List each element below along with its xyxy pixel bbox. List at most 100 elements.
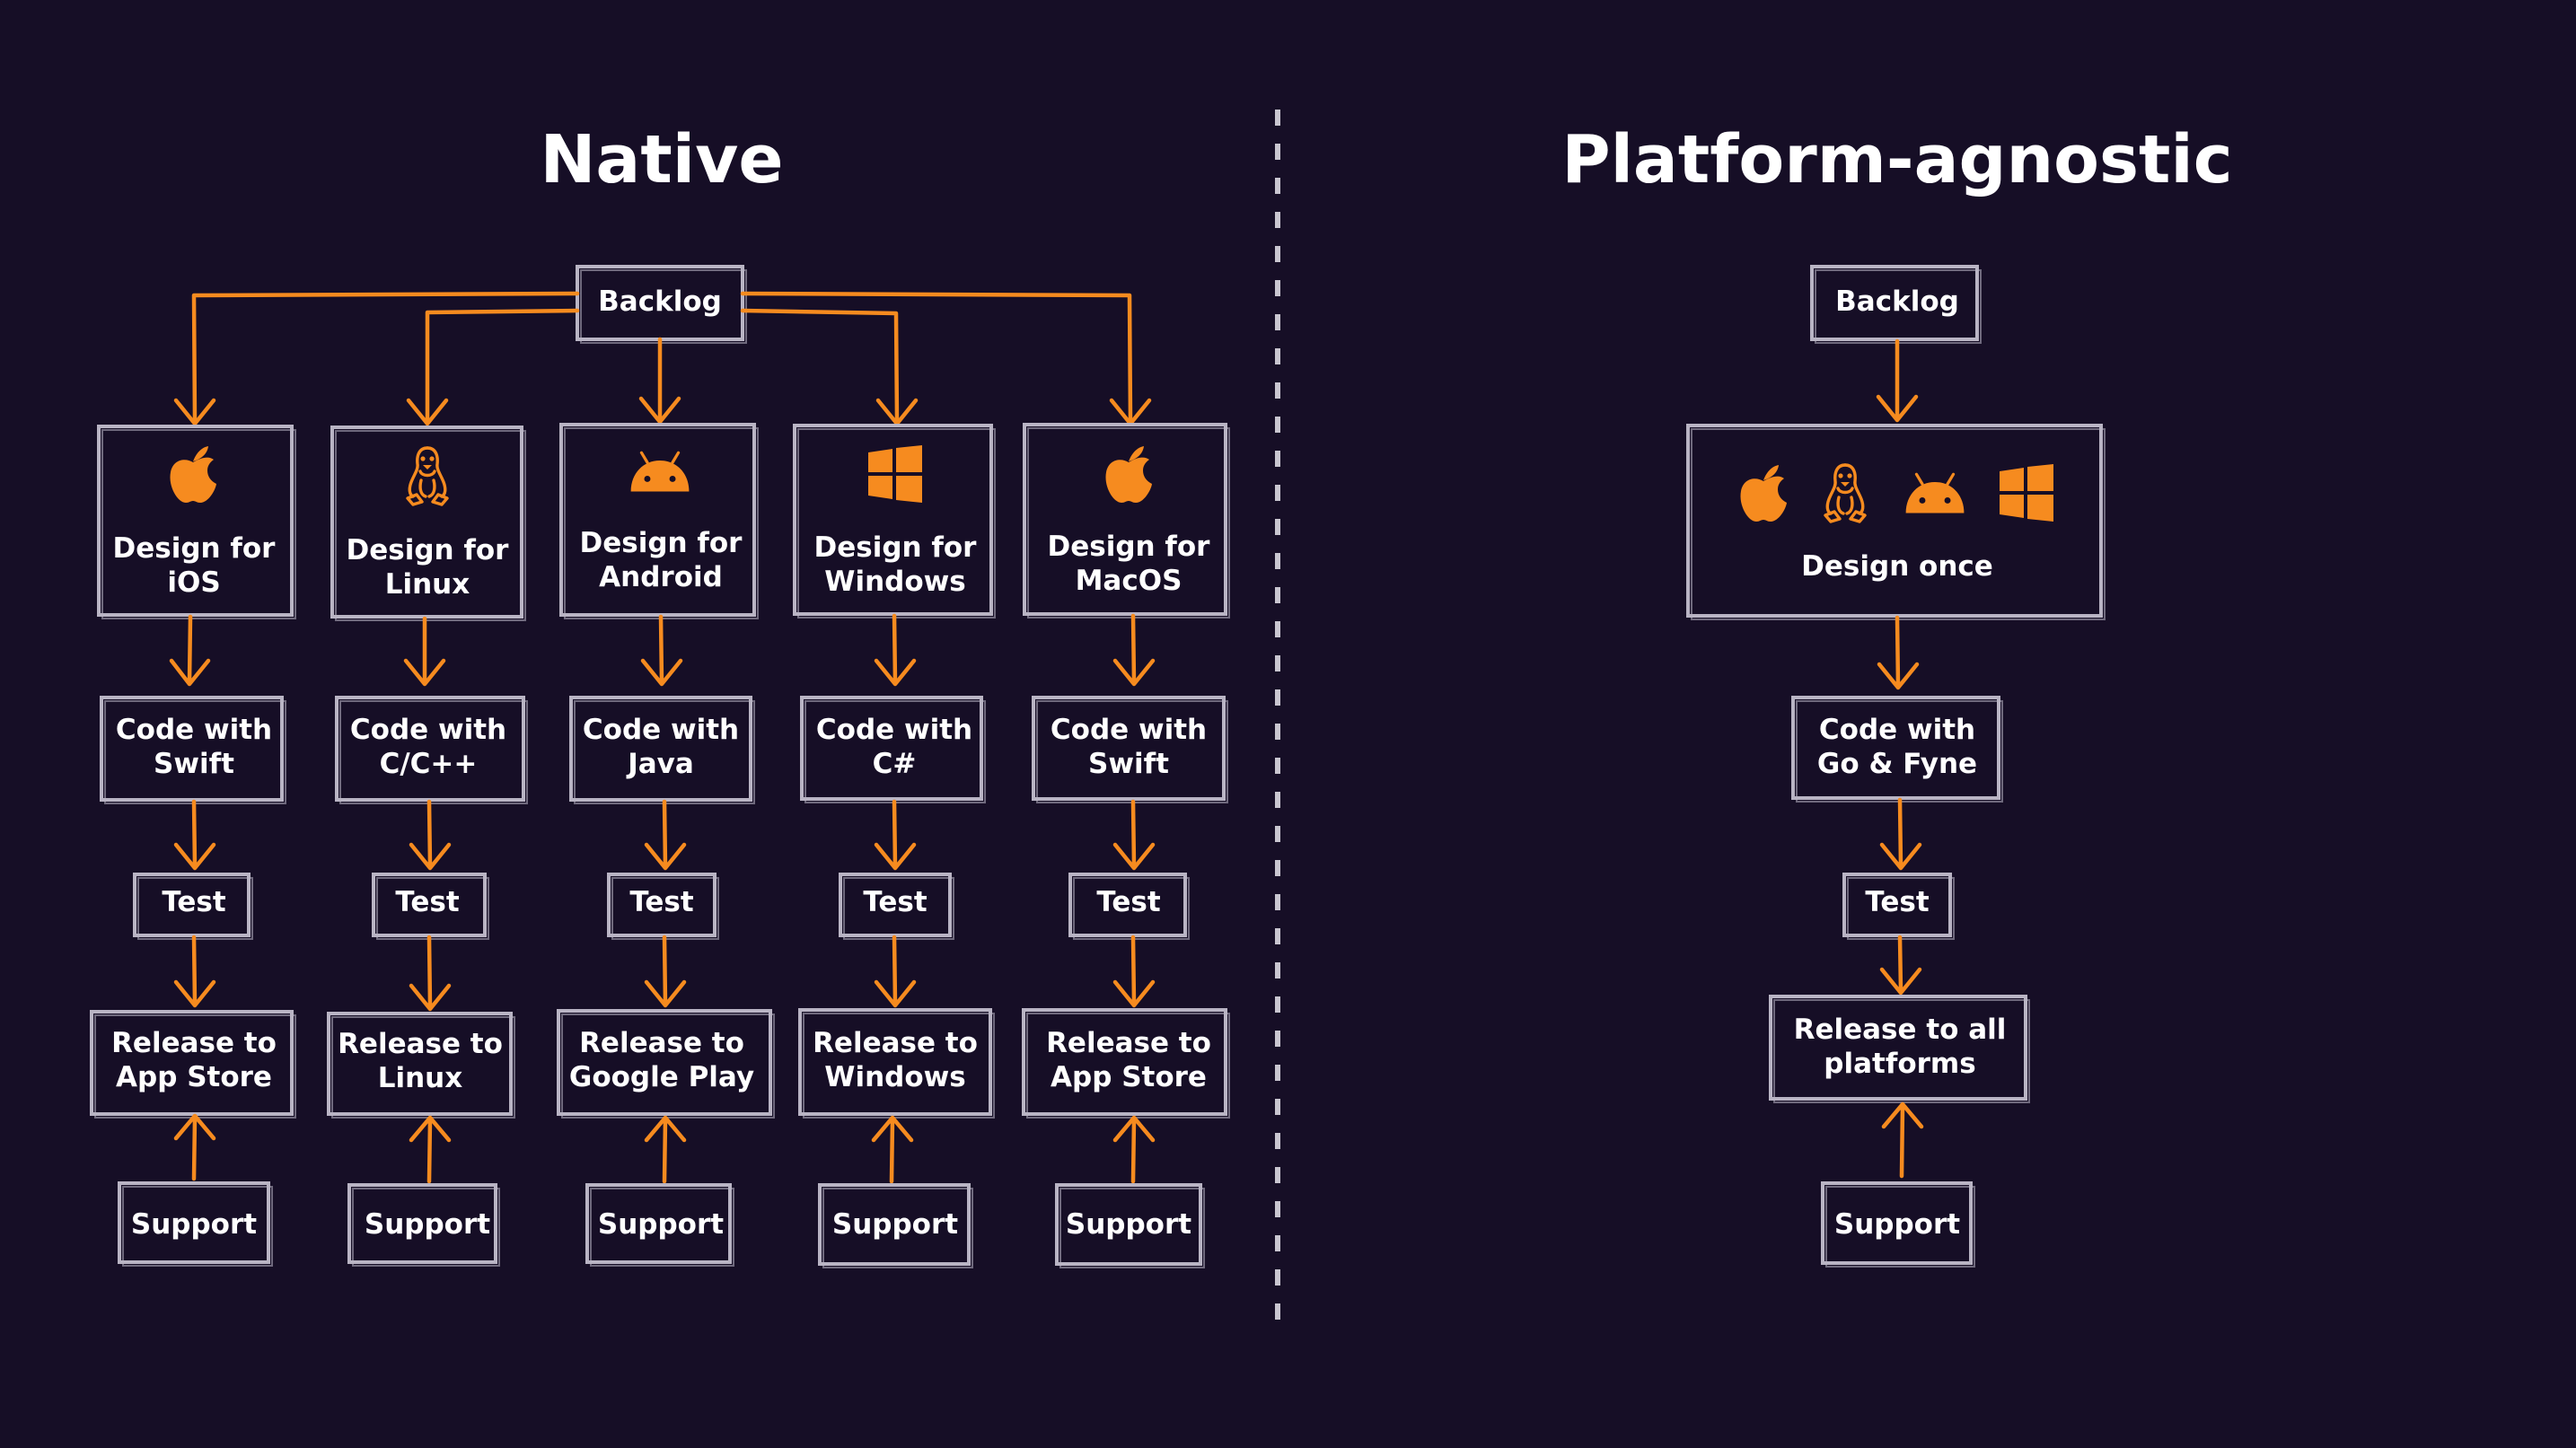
native-column-linux: Design for Linux Code with C/C++ Test Re…	[327, 426, 528, 1267]
release-label-line1: Release to	[813, 1027, 978, 1059]
design-label-line2: MacOS	[1076, 565, 1182, 597]
release-label-line2: Windows	[824, 1061, 965, 1093]
test-label: Test	[1096, 886, 1161, 918]
code-box-csharp: Code with C#	[800, 696, 986, 803]
support-label: Support	[131, 1208, 257, 1241]
support-label: Support	[1834, 1208, 1960, 1241]
code-label-line2: C#	[873, 748, 917, 780]
code-label-line1: Code with	[350, 714, 506, 746]
test-box: Test	[607, 873, 719, 940]
release-label-line2: platforms	[1824, 1048, 1975, 1080]
design-box-windows: Design for Windows	[793, 424, 996, 619]
native-column-macos: Design for MacOS Code with Swift Test Re…	[1022, 423, 1230, 1268]
code-label-line1: Code with	[1051, 714, 1207, 746]
release-label-line2: Linux	[378, 1062, 463, 1094]
release-box-app-store: Release to App Store	[90, 1010, 296, 1119]
test-label: Test	[395, 886, 460, 918]
release-box-windows: Release to Windows	[798, 1008, 995, 1119]
support-box: Support	[118, 1181, 273, 1267]
design-label-line2: Linux	[385, 568, 470, 601]
native-title: Native	[540, 121, 783, 198]
design-once-box: Design once	[1686, 424, 2106, 620]
design-label-line1: Design for	[814, 531, 978, 564]
apple-icon	[1740, 465, 1787, 522]
test-label: Test	[863, 886, 928, 918]
native-backlog-box: Backlog	[576, 265, 747, 344]
design-box-android: Design for Android	[559, 423, 759, 619]
native-column-ios: Design for iOS Code with Swift Test Rele…	[90, 425, 296, 1267]
native-backlog-label: Backlog	[598, 285, 722, 318]
code-label-line1: Code with	[583, 714, 739, 746]
release-label-line2: App Store	[1051, 1061, 1207, 1093]
design-box-ios: Design for iOS	[97, 425, 296, 619]
code-label-line1: Code with	[116, 714, 272, 746]
support-label: Support	[1066, 1208, 1191, 1241]
code-box-java: Code with Java	[569, 696, 755, 804]
support-box: Support	[585, 1183, 734, 1267]
code-box-go-fyne: Code with Go & Fyne	[1791, 696, 2003, 803]
support-box: Support	[818, 1183, 973, 1268]
support-box: Support	[1055, 1183, 1205, 1268]
release-label-line1: Release to	[338, 1028, 503, 1060]
code-label-line2: C/C++	[380, 748, 478, 780]
test-label: Test	[1865, 886, 1930, 918]
release-label-line1: Release to	[1046, 1027, 1211, 1059]
test-box: Test	[133, 873, 253, 940]
native-column-windows: Design for Windows Code with C# Test Rel…	[793, 424, 996, 1268]
support-label: Support	[832, 1208, 958, 1241]
release-box-app-store: Release to App Store	[1022, 1008, 1230, 1119]
code-label-line1: Code with	[816, 714, 972, 746]
design-label-line2: Windows	[824, 566, 965, 598]
agnostic-flow: Backlog Design once Code with Go & Fyne …	[1686, 265, 2106, 1268]
apple-icon	[170, 446, 216, 503]
android-icon	[1903, 472, 1966, 515]
test-box: Test	[1068, 873, 1190, 940]
release-label-line2: App Store	[116, 1061, 272, 1093]
release-label-line1: Release to	[111, 1027, 277, 1059]
android-icon	[629, 451, 691, 494]
code-label-line1: Code with	[1819, 714, 1975, 746]
code-box-c-cpp: Code with C/C++	[335, 696, 528, 804]
windows-icon	[2000, 464, 2053, 522]
native-column-android: Design for Android Code with Java Test R…	[557, 423, 775, 1267]
design-label-line1: Design for	[347, 534, 510, 566]
test-box: Test	[1842, 873, 1955, 940]
design-label-line1: Design for	[580, 527, 743, 559]
design-box-linux: Design for Linux	[330, 426, 526, 621]
platform-agnostic-title: Platform-agnostic	[1561, 121, 2232, 198]
code-box-swift: Code with Swift	[100, 696, 286, 804]
test-label: Test	[629, 886, 694, 918]
agnostic-backlog-label: Backlog	[1835, 285, 1959, 318]
release-label-line1: Release to all	[1794, 1014, 2007, 1046]
windows-icon	[868, 445, 922, 503]
support-label: Support	[598, 1208, 724, 1241]
design-label-line2: Android	[599, 561, 723, 593]
code-box-swift: Code with Swift	[1032, 696, 1228, 803]
linux-icon	[406, 446, 449, 506]
support-box: Support	[1821, 1181, 1975, 1268]
release-box-linux: Release to Linux	[327, 1012, 515, 1119]
test-box: Test	[372, 873, 489, 940]
design-label-line2: iOS	[167, 566, 220, 599]
design-label-line1: Design for	[1048, 531, 1211, 563]
test-label: Test	[162, 886, 226, 918]
code-label-line2: Swift	[154, 748, 234, 780]
release-box-google-play: Release to Google Play	[557, 1009, 775, 1119]
code-label-line2: Go & Fyne	[1817, 748, 1977, 780]
design-box-macos: Design for MacOS	[1023, 423, 1230, 619]
apple-icon	[1105, 446, 1152, 503]
code-label-line2: Swift	[1088, 748, 1169, 780]
native-flow: Backlog Design for iOS	[90, 265, 1230, 1268]
support-box: Support	[347, 1183, 500, 1267]
test-box: Test	[839, 873, 954, 940]
release-label-line1: Release to	[579, 1027, 744, 1059]
release-all-platforms-box: Release to all platforms	[1769, 995, 2030, 1103]
release-label-line2: Google Play	[569, 1061, 754, 1093]
code-label-line2: Java	[626, 748, 694, 780]
agnostic-backlog-box: Backlog	[1810, 265, 1982, 344]
design-once-label: Design once	[1801, 550, 1993, 583]
support-label: Support	[365, 1208, 490, 1241]
linux-icon	[1824, 463, 1867, 523]
design-label-line1: Design for	[113, 532, 277, 565]
